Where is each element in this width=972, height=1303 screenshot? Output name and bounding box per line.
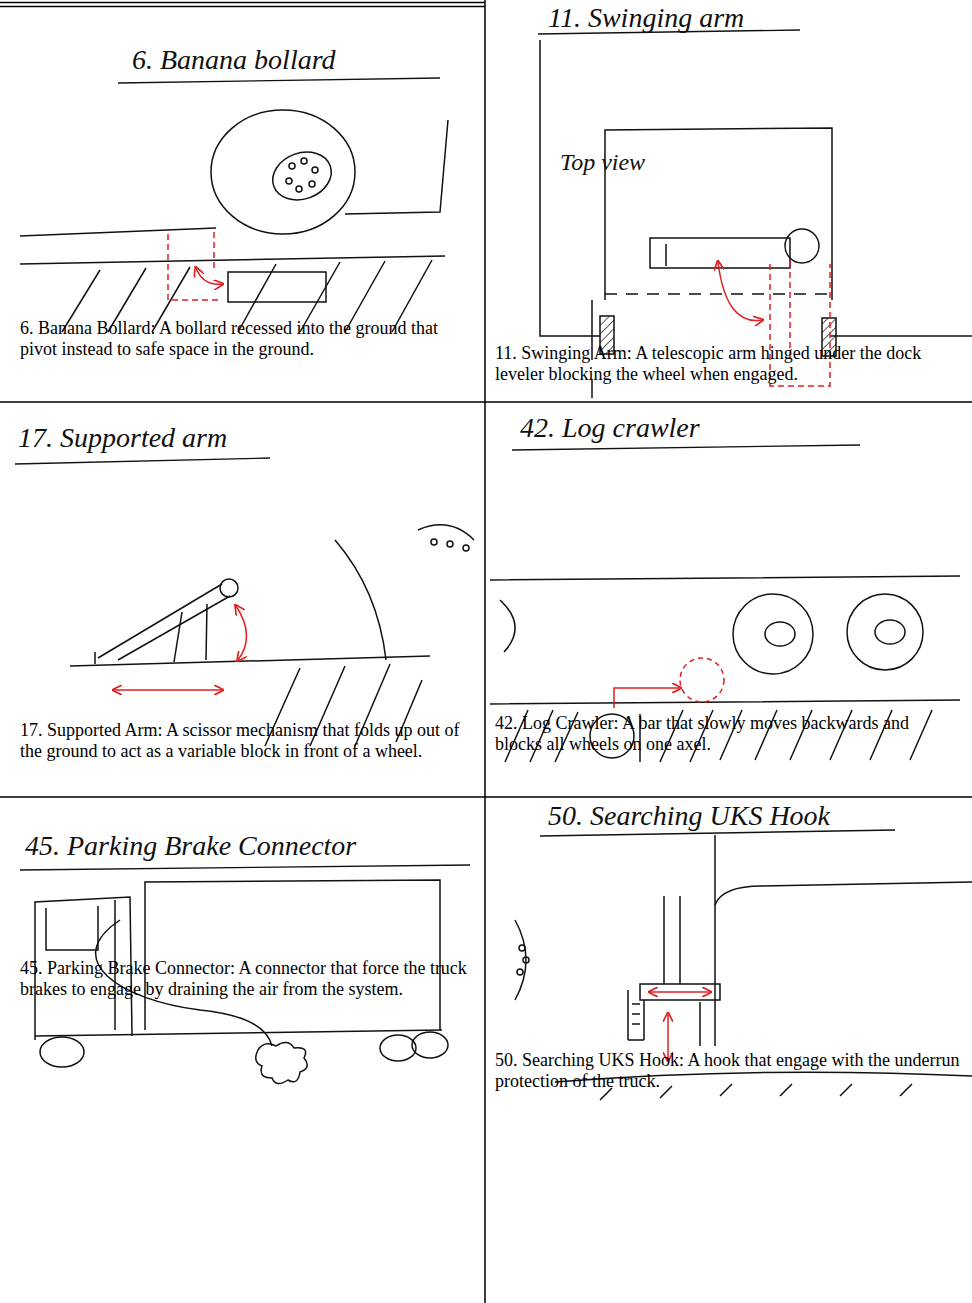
sketch-title: 50. Searching UKS Hook bbox=[548, 800, 830, 832]
hook-motion bbox=[650, 992, 710, 1060]
table-cell: 6. Banana bollard 6. Banana Bollard: A bo… bbox=[0, 8, 485, 402]
view-label: Top view bbox=[560, 148, 645, 176]
sketch-title: 11. Swinging arm bbox=[548, 2, 744, 34]
sketch-title: 42. Log crawler bbox=[520, 412, 700, 444]
table-cell: 42. Log crawler 42. Log Crawler: A bar th… bbox=[486, 403, 972, 797]
log-crawler-sketch bbox=[490, 576, 960, 762]
sketch-title: 17. Supported arm bbox=[18, 422, 227, 454]
scissor-motion bbox=[114, 606, 247, 690]
banana-bollard-sketch bbox=[20, 110, 448, 332]
sketch-title: 6. Banana bollard bbox=[132, 44, 336, 76]
log-motion bbox=[614, 658, 724, 708]
supported-arm-sketch bbox=[70, 525, 474, 746]
concept-caption: 6. Banana Bollard: A bollard recessed in… bbox=[20, 318, 470, 360]
table-cell: 50. Searching UKS Hook 50. Searching UKS … bbox=[486, 798, 972, 1303]
title-underline bbox=[15, 30, 895, 870]
table-cell: 11. Swinging arm 11. Swinging Arm: A tele… bbox=[486, 0, 972, 402]
concept-caption: 42. Log Crawler: A bar that slowly moves… bbox=[495, 713, 960, 755]
table-cell: 17. Supported arm 17. Supported Arm: A sc… bbox=[0, 403, 485, 797]
sketch-title: 45. Parking Brake Connector bbox=[25, 830, 356, 862]
table-cell: 45. Parking Brake Connector 45. Parking B… bbox=[0, 798, 485, 1303]
concept-caption: 45. Parking Brake Connector: A connector… bbox=[20, 958, 470, 1000]
bollard-motion bbox=[168, 232, 222, 300]
concept-caption: 50. Searching UKS Hook: A hook that enga… bbox=[495, 1050, 960, 1092]
concept-caption: 17. Supported Arm: A scissor mechanism t… bbox=[20, 720, 470, 762]
concept-caption: 11. Swinging Arm: A telescopic arm hinge… bbox=[495, 343, 960, 385]
